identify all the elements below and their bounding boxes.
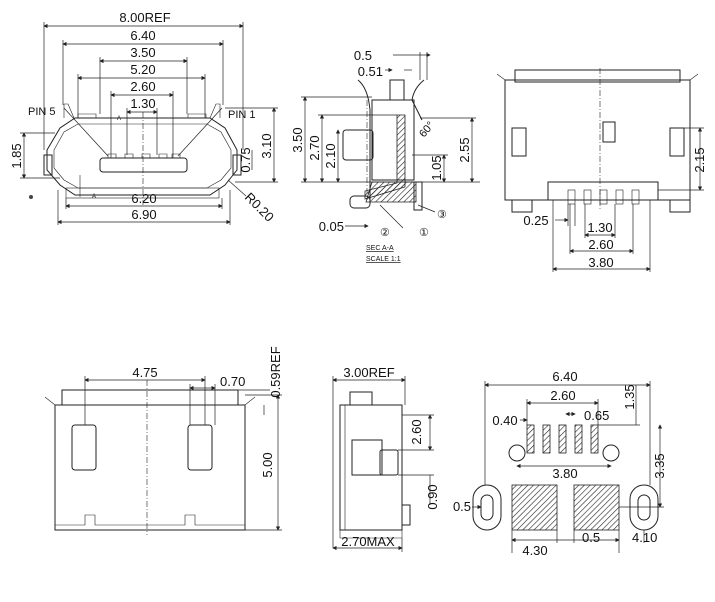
- dim-2-15: 2.15: [692, 147, 707, 172]
- dim-6-40: 6.40: [130, 28, 155, 43]
- front-view: 8.00REF 6.40 3.50 5.20 2.60 1.30 PIN 5 P…: [9, 10, 278, 225]
- dim-0-25: 0.25: [523, 213, 548, 228]
- dim-6-40: 6.40: [552, 369, 577, 384]
- dim-0-5: 0.5: [354, 48, 372, 63]
- dim-3-80: 3.80: [588, 255, 613, 270]
- dim-4-30: 4.30: [522, 543, 547, 558]
- dim-3-10: 3.10: [259, 133, 274, 158]
- dim-2-60: 2.60: [409, 419, 424, 444]
- dim-6-20: 6.20: [131, 191, 156, 206]
- callout-2: ②: [380, 227, 390, 239]
- dim-5-00: 5.00: [260, 452, 275, 477]
- dim-overall-width: 8.00REF: [119, 10, 170, 25]
- dim-0-70: 0.70: [220, 374, 245, 389]
- pin5-label: PIN 5: [28, 106, 56, 118]
- origin-mark-icon: [29, 195, 33, 199]
- dim-1-30: 1.30: [130, 96, 155, 111]
- dim-0-65: 0.65: [584, 408, 609, 423]
- dim-2-60: 2.60: [130, 79, 155, 94]
- dim-0-05: 0.05: [319, 219, 344, 234]
- section-mark-bottom: A: [92, 194, 96, 200]
- dim-0-5-center: 0.5: [582, 530, 600, 545]
- dim-6-90: 6.90: [131, 207, 156, 222]
- callout-3: ③: [437, 209, 447, 221]
- dim-3-50: 3.50: [130, 45, 155, 60]
- dim-radius: R0.20: [242, 190, 277, 225]
- dim-5-20: 5.20: [130, 62, 155, 77]
- dim-angle: 60°: [417, 119, 437, 139]
- section-mark-top: A: [117, 116, 121, 122]
- dim-2-70: 2.70: [307, 135, 322, 160]
- section-view: 0.5 0.51 3.50 2.70 2.10 2.55 1.05 60° 0.…: [290, 48, 480, 263]
- dim-0-59ref: 0.59REF: [268, 346, 283, 397]
- dim-2-55: 2.55: [457, 137, 472, 162]
- side-view: 3.00REF 2.60 0.90 2.70MAX: [332, 365, 440, 552]
- dim-1-35: 1.35: [622, 384, 637, 409]
- dim-0-51: 0.51: [358, 64, 383, 79]
- dim-0-75: 0.75: [238, 147, 253, 172]
- pcb-footprint: 6.40 1.35 2.60 0.40 0.65 3.80 3.35 0.5 4…: [453, 369, 667, 558]
- dim-3-80: 3.80: [552, 466, 577, 481]
- bottom-view: 4.75 0.70 0.59REF 5.00: [44, 346, 283, 535]
- dim-4-75: 4.75: [132, 365, 157, 380]
- dim-0-90: 0.90: [425, 484, 440, 509]
- dim-0-40: 0.40: [492, 413, 517, 428]
- dim-2-10: 2.10: [323, 143, 338, 168]
- scale-caption: SCALE 1:1: [366, 256, 401, 263]
- callout-1: ①: [419, 227, 429, 239]
- dim-2-60: 2.60: [588, 237, 613, 252]
- dim-2-70max: 2.70MAX: [341, 534, 395, 549]
- dim-1-05: 1.05: [429, 155, 444, 180]
- top-view: 2.15 0.25 1.30 2.60 3.80: [496, 68, 707, 272]
- section-caption: SEC A-A: [366, 245, 394, 252]
- dim-3-50: 3.50: [290, 127, 305, 152]
- dim-0-5-left: 0.5: [453, 499, 471, 514]
- dim-3-35: 3.35: [652, 453, 667, 478]
- dim-2-60: 2.60: [550, 388, 575, 403]
- dim-4-10: 4.10: [632, 530, 657, 545]
- dim-3-00ref: 3.00REF: [343, 365, 394, 380]
- dim-1-30: 1.30: [587, 220, 612, 235]
- dim-1-85: 1.85: [9, 143, 24, 168]
- pin1-label: PIN 1: [228, 109, 256, 121]
